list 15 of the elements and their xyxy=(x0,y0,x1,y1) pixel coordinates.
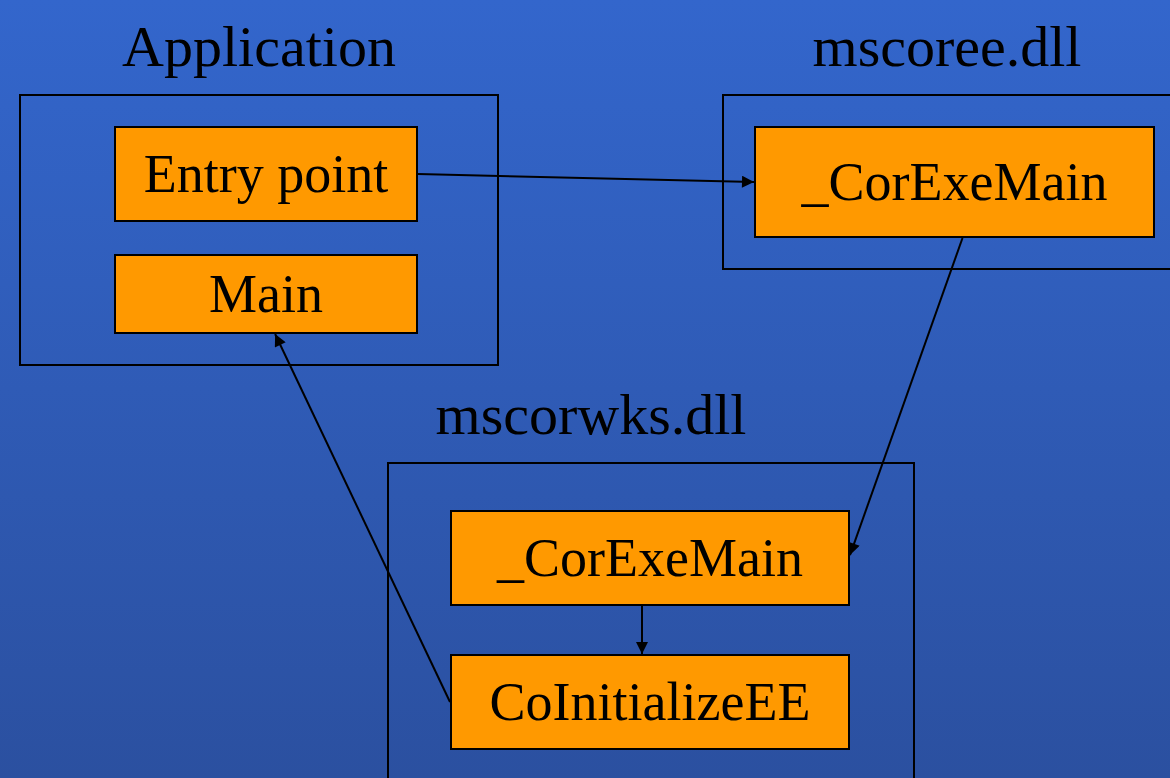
arrow xyxy=(274,333,451,703)
box-label: Main xyxy=(209,267,323,321)
process-box xyxy=(114,126,418,222)
arrow xyxy=(636,605,648,655)
process-box xyxy=(450,654,850,750)
group-title: Application xyxy=(121,18,397,76)
box-label: _CorExeMain xyxy=(801,155,1108,209)
box-label: _CorExeMain xyxy=(497,531,803,585)
process-box xyxy=(114,254,418,334)
process-box xyxy=(754,126,1155,238)
process-box xyxy=(450,510,850,606)
group-title: mscorwks.dll xyxy=(434,386,748,444)
box-label: CoInitializeEE xyxy=(489,675,811,729)
group-title: mscoree.dll xyxy=(811,18,1083,76)
arrow xyxy=(417,173,755,188)
